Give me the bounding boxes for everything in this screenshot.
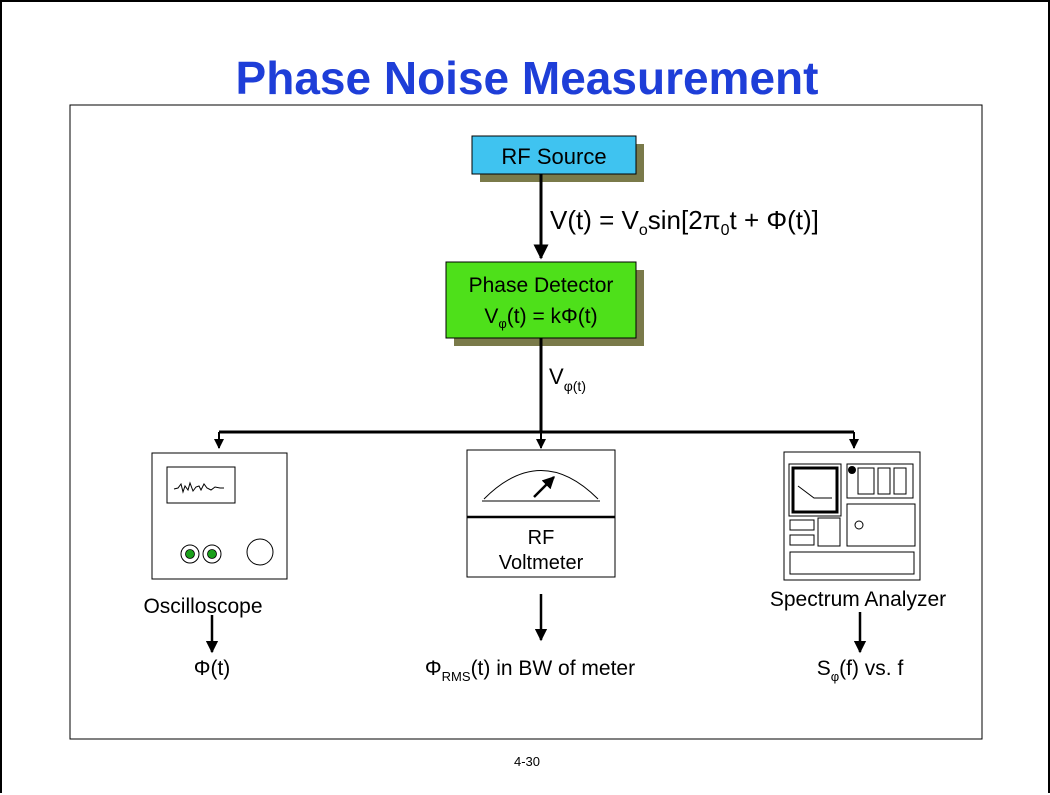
rf-voltmeter: RF Voltmeter [467, 450, 615, 577]
page-number: 4-30 [2, 754, 1050, 769]
voltmeter-label-line2: Voltmeter [499, 552, 584, 574]
analyzer-button-2 [878, 468, 890, 494]
oscilloscope-knob-1 [181, 545, 199, 563]
analyzer-input-connector [855, 521, 863, 529]
phase-detector-node: Phase Detector Vφ(t) = kΦ(t) [446, 262, 644, 346]
oscilloscope-screen [167, 467, 235, 503]
content-frame [70, 105, 982, 739]
analyzer-key-1 [790, 520, 814, 530]
source-equation: V(t) = Vosin[2π0t + Φ(t)] [550, 205, 819, 239]
analyzer-button-3 [894, 468, 906, 494]
oscilloscope-knob-2 [203, 545, 221, 563]
spectrum-analyzer-label: Spectrum Analyzer [770, 588, 946, 611]
oscilloscope-large-knob [247, 539, 273, 565]
analyzer-key-2 [790, 535, 814, 545]
analyzer-indicator-light [848, 466, 856, 474]
analyzer-screen [793, 468, 837, 512]
oscilloscope-label: Oscilloscope [143, 595, 262, 618]
oscilloscope-result: Φ(t) [194, 657, 231, 680]
voltmeter-label-line1: RF [528, 527, 555, 549]
rf-source-label: RF Source [501, 144, 606, 169]
analyzer-bottom-panel [790, 552, 914, 574]
detector-output-label: Vφ(t) [549, 364, 586, 394]
analyzer-result: Sφ(f) vs. f [817, 657, 904, 684]
phase-detector-title: Phase Detector [469, 274, 614, 297]
rf-source-node: RF Source [472, 136, 644, 182]
spectrum-analyzer [784, 452, 920, 580]
oscilloscope [152, 453, 287, 579]
analyzer-button-1 [858, 468, 874, 494]
voltmeter-result: ΦRMS(t) in BW of meter [425, 657, 635, 684]
analyzer-key-block [818, 518, 840, 546]
